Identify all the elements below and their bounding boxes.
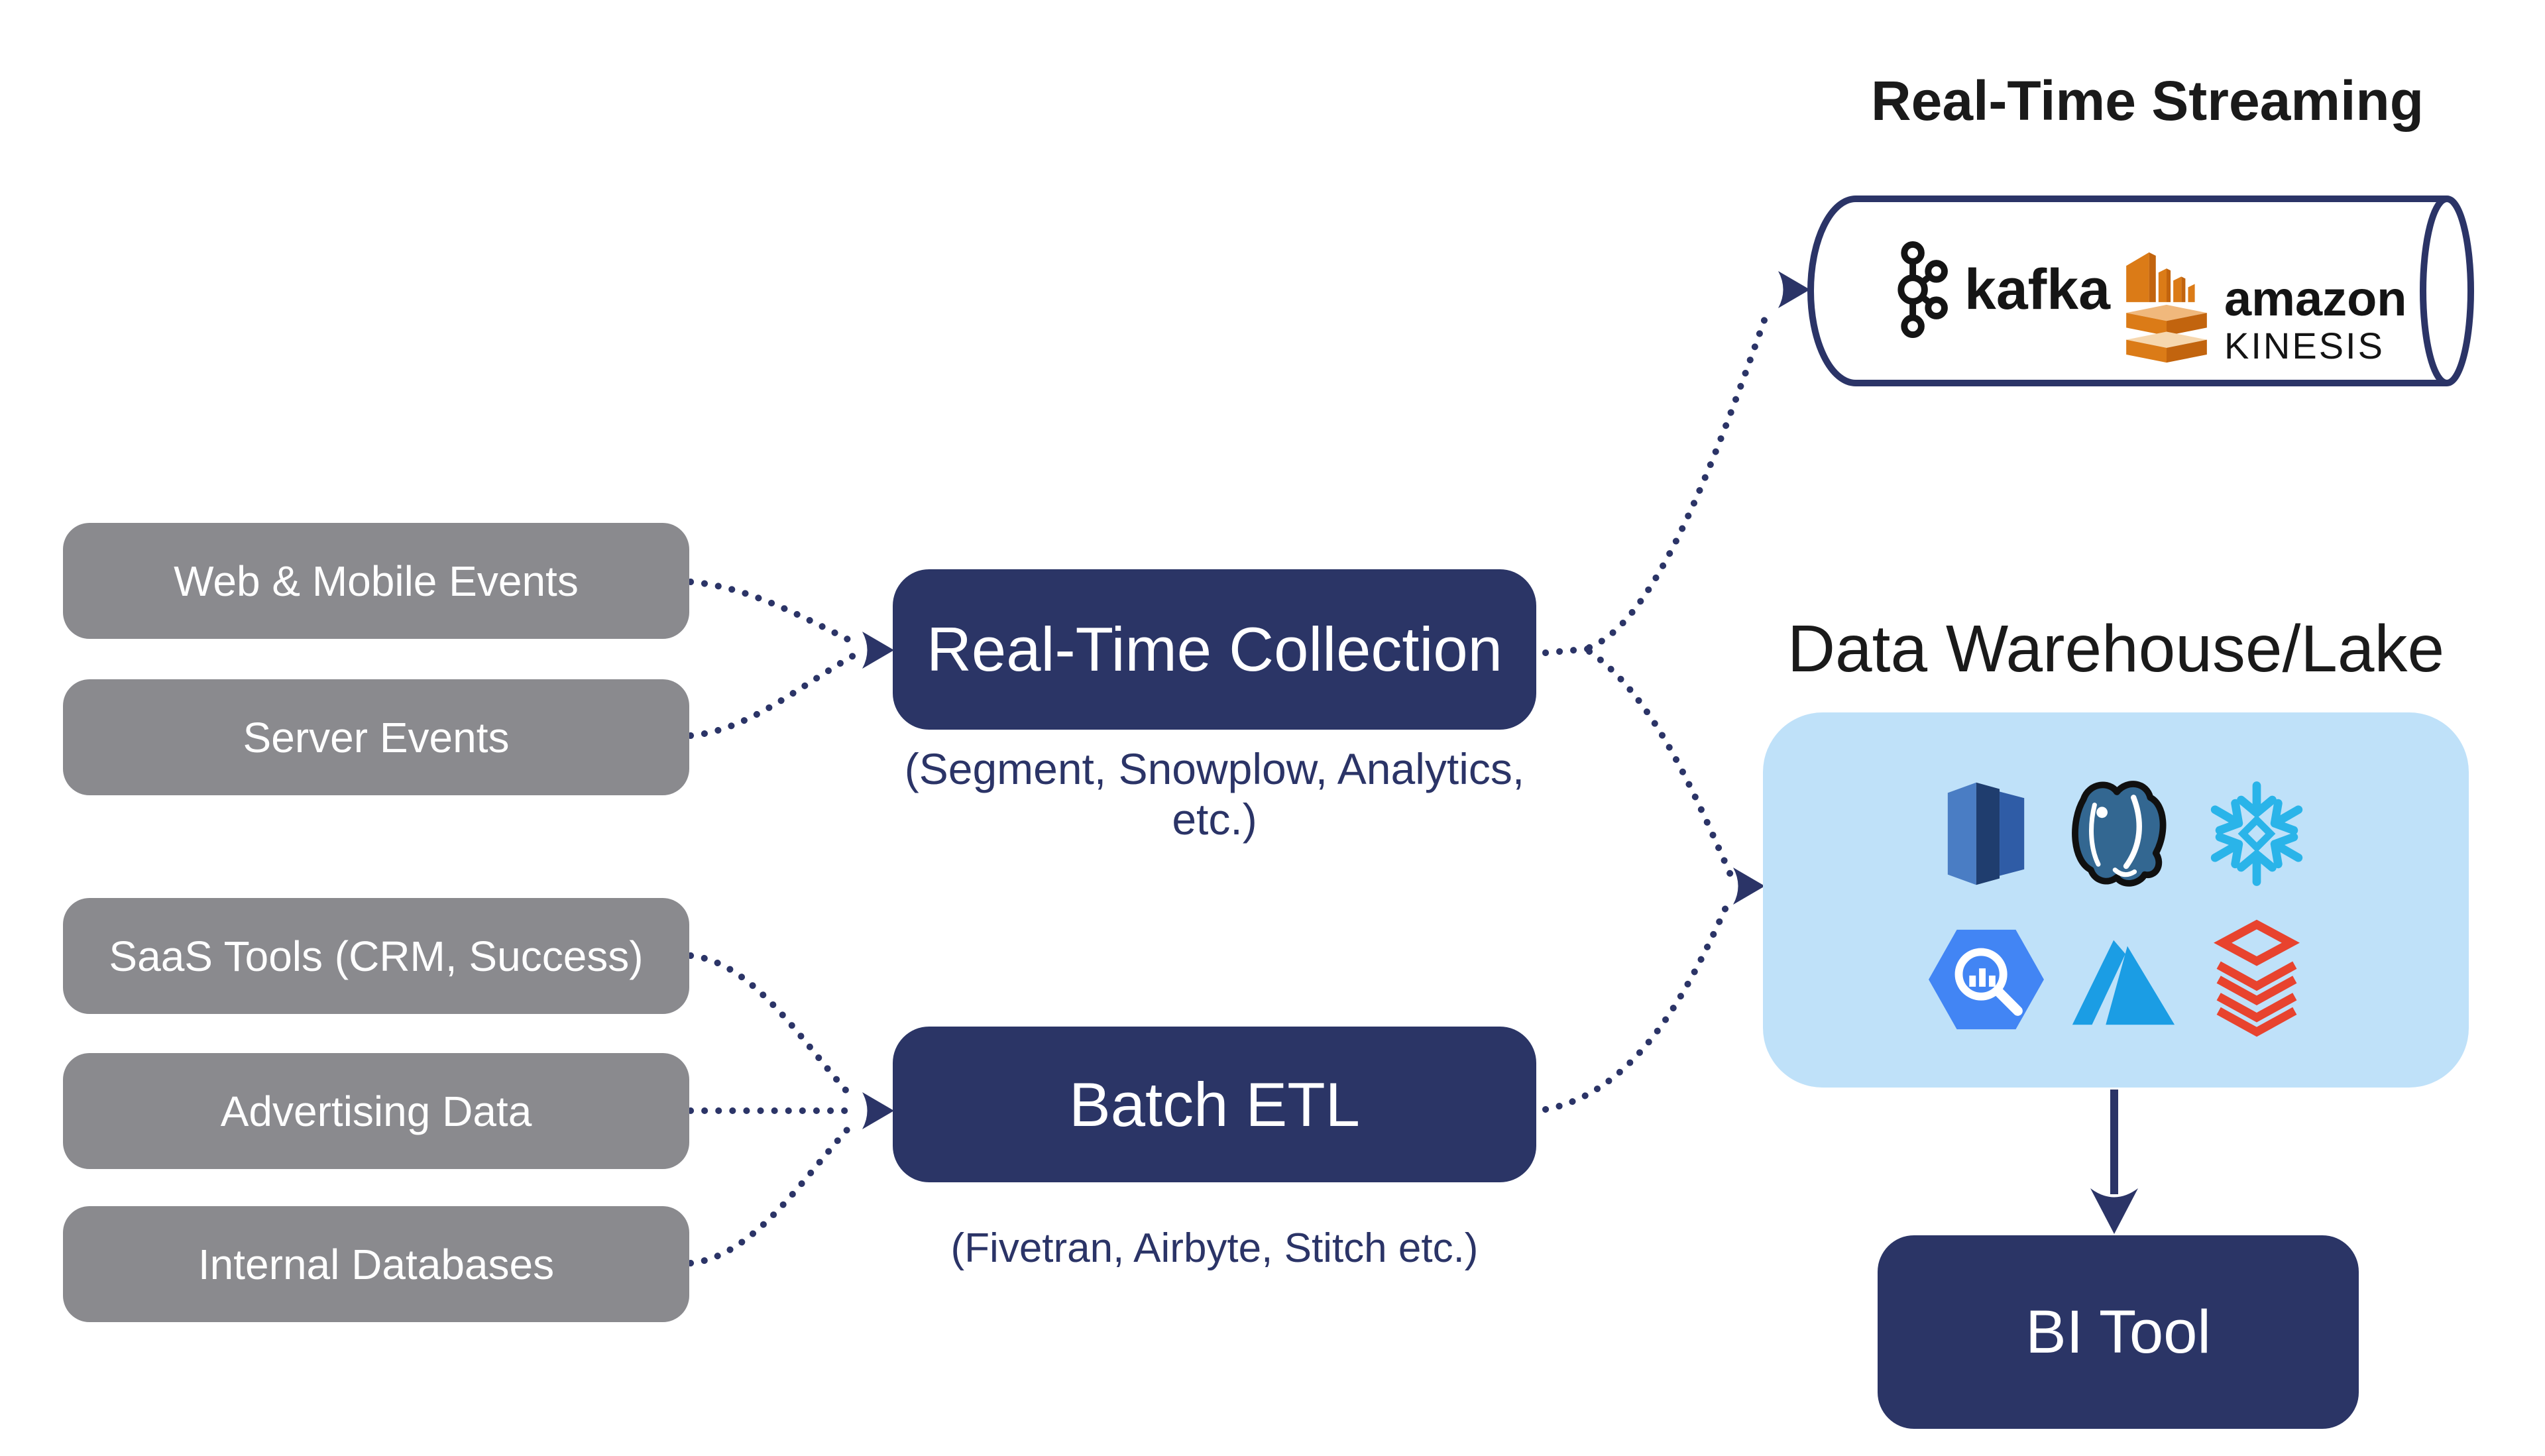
arrowhead-into-warehouse: [1733, 868, 1765, 905]
arrowhead-into-streaming: [1778, 271, 1810, 308]
source-internal-databases: Internal Databases: [63, 1206, 689, 1322]
edge-saas-to-batch: [687, 952, 857, 1102]
kafka-icon: [1897, 241, 1948, 339]
edge-web-to-rtc: [687, 579, 858, 646]
source-server-events: Server Events: [63, 679, 689, 795]
kinesis-wordmark-kinesis: KINESIS: [2224, 325, 2385, 366]
realtime-collection-subtitle: (Segment, Snowplow, Analytics, etc.): [904, 744, 1525, 844]
arrowhead-into-rtc: [862, 632, 894, 669]
amazon-kinesis-icon: [2126, 252, 2207, 363]
google-bigquery-icon: [1929, 929, 2044, 1030]
edge-rtc-to-warehouse: [1586, 648, 1734, 879]
arrowhead-into-batch: [862, 1092, 894, 1129]
microsoft-azure-icon: [2072, 940, 2175, 1025]
kinesis-wordmark-amazon: amazon: [2224, 271, 2407, 326]
amazon-redshift-icon: [1947, 782, 2025, 885]
source-web-mobile-events: Web & Mobile Events: [63, 523, 689, 639]
kafka-wordmark: kafka: [1964, 258, 2110, 321]
snowflake-icon: [2210, 781, 2303, 886]
source-label: Internal Databases: [198, 1240, 555, 1288]
warehouse-section-title: Data Warehouse/Lake: [1787, 612, 2445, 686]
edge-internal-to-batch: [687, 1119, 857, 1266]
realtime-collection-label: Real-Time Collection: [927, 614, 1502, 684]
batch-etl-box: Batch ETL: [893, 1027, 1536, 1182]
source-label: Web & Mobile Events: [174, 557, 579, 605]
databricks-icon: [2214, 919, 2300, 1037]
warehouse-logo-grid: [1919, 761, 2324, 1052]
batch-etl-subtitle: (Fivetran, Airbyte, Stitch etc.): [950, 1225, 1479, 1271]
streaming-section-title: Real-Time Streaming: [1870, 70, 2424, 132]
amazon-kinesis-logo: amazon KINESIS: [2120, 243, 2407, 375]
edge-rtc-stub: [1542, 645, 1593, 656]
edge-warehouse-to-bi: [2090, 1090, 2138, 1234]
batch-etl-label: Batch ETL: [1069, 1069, 1360, 1139]
realtime-collection-box: Real-Time Collection: [893, 569, 1536, 730]
edge-batch-to-warehouse: [1542, 895, 1733, 1113]
source-saas-tools: SaaS Tools (CRM, Success): [63, 898, 689, 1014]
edge-server-to-rtc: [687, 651, 858, 739]
bi-tool-box: BI Tool: [1878, 1235, 2359, 1429]
postgresql-icon: [2072, 781, 2167, 887]
source-label: Advertising Data: [220, 1087, 532, 1135]
source-label: Server Events: [243, 713, 510, 761]
source-advertising-data: Advertising Data: [63, 1053, 689, 1169]
kafka-logo: kafka: [1886, 240, 2110, 339]
source-label: SaaS Tools (CRM, Success): [109, 932, 644, 980]
data-warehouse-box: [1763, 712, 2469, 1088]
bi-tool-label: BI Tool: [2025, 1298, 2211, 1366]
edge-rtc-to-streaming: [1586, 309, 1770, 651]
